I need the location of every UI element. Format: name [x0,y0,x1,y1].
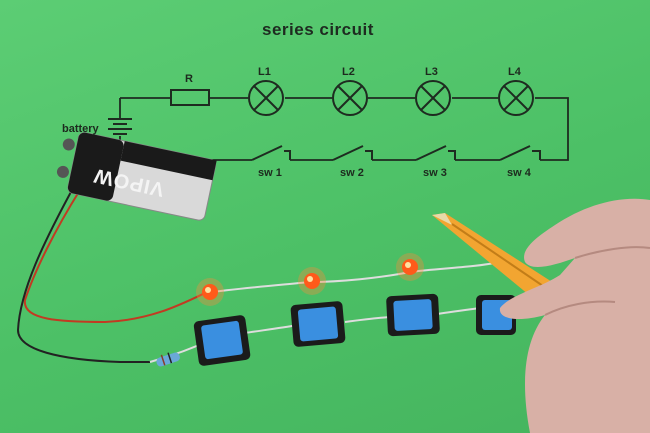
lamp-symbol-l1 [248,80,284,116]
hand [499,198,650,433]
rocker-switch-1 [193,315,251,366]
led-1 [196,278,224,306]
diagram-title: series circuit [262,20,374,39]
schematic-wires [119,97,569,161]
physical-wires [16,189,501,363]
battery-9v [56,132,217,221]
resistor-label: R [185,73,193,85]
rocker-switch-3 [386,293,440,337]
lamp-label-l3: L3 [425,66,438,78]
led-glows [196,253,424,306]
switch-symbol-sw4 [499,145,541,161]
resistor-component [156,352,180,367]
switch-label-sw2: sw 2 [340,167,364,179]
lamp-symbol-l2 [332,80,368,116]
switch-label-sw1: sw 1 [258,167,282,179]
rocker-switch-2 [290,301,346,347]
lamp-label-l2: L2 [342,66,355,78]
switch-symbol-sw1 [251,145,291,161]
switch-symbol-sw2 [332,145,373,161]
led-2 [298,267,326,295]
battery-symbol [108,118,132,135]
lamp-symbols [248,80,534,116]
switch-label-sw3: sw 3 [423,167,447,179]
lamp-symbol-l3 [415,80,451,116]
switch-label-sw4: sw 4 [507,167,531,179]
switch-symbols [251,145,541,161]
lamp-label-l4: L4 [508,66,521,78]
led-3 [396,253,424,281]
lamp-symbol-l4 [498,80,534,116]
resistor-symbol [170,89,210,106]
battery-label: battery [62,123,99,135]
switch-symbol-sw3 [415,145,456,161]
rocker-switches [193,293,516,366]
lamp-label-l1: L1 [258,66,271,78]
